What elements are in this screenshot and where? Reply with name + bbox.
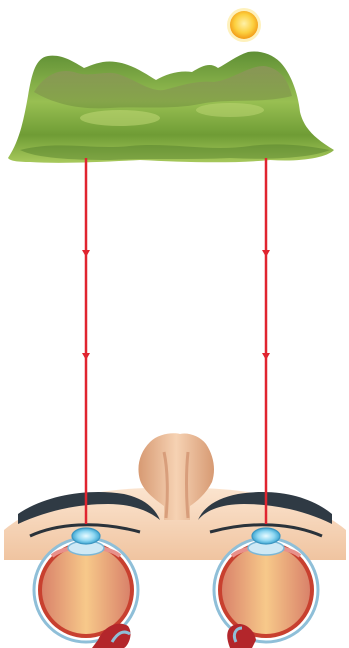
arrow-down-icon (82, 250, 90, 257)
arrow-down-icon (262, 250, 270, 257)
face (4, 433, 346, 560)
landscape (8, 51, 334, 162)
sun-icon (227, 8, 261, 42)
left-cornea (72, 528, 100, 544)
arrow-down-icon (262, 353, 270, 360)
arrow-down-icon (82, 353, 90, 360)
right-cornea (252, 528, 280, 544)
